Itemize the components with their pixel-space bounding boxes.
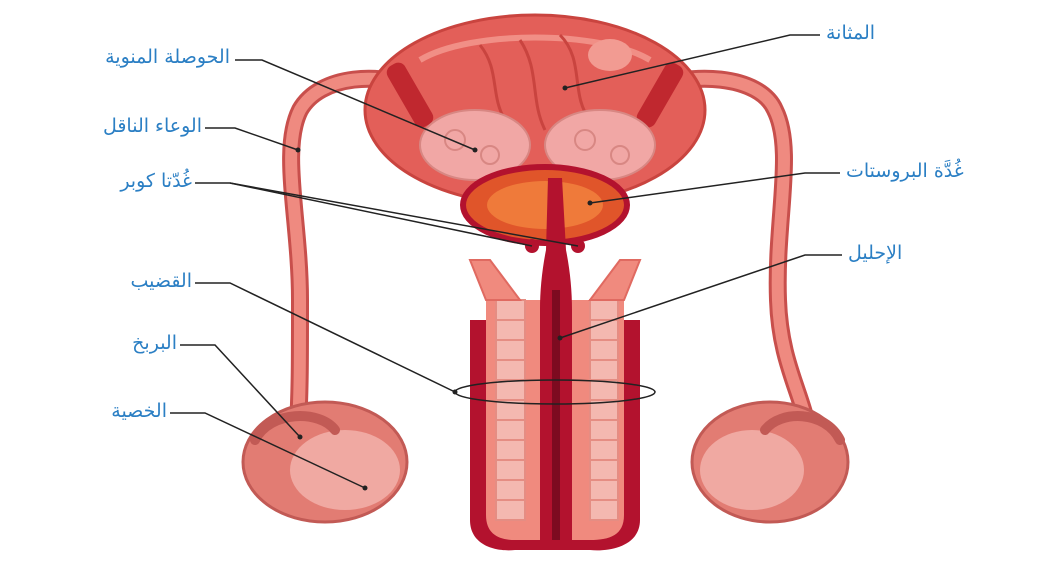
- label-urethra: الإحليل: [848, 244, 902, 263]
- label-seminal-vesicle: الحوصلة المنوية: [105, 48, 230, 67]
- testis-right: [692, 402, 848, 522]
- label-testis: الخصية: [111, 402, 167, 421]
- label-vas-deferens: الوعاء الناقل: [103, 117, 202, 136]
- leader-penis: [195, 283, 455, 392]
- label-epididymis: البربخ: [132, 334, 177, 353]
- label-prostate: غُدَّة البروستات: [846, 162, 964, 181]
- label-penis: القضيب: [130, 272, 192, 291]
- label-bladder: المثانة: [826, 24, 875, 43]
- label-cowper-glands: غُدّتا كوبر: [120, 172, 192, 191]
- prostate: [463, 167, 627, 243]
- testis-left: [243, 402, 407, 522]
